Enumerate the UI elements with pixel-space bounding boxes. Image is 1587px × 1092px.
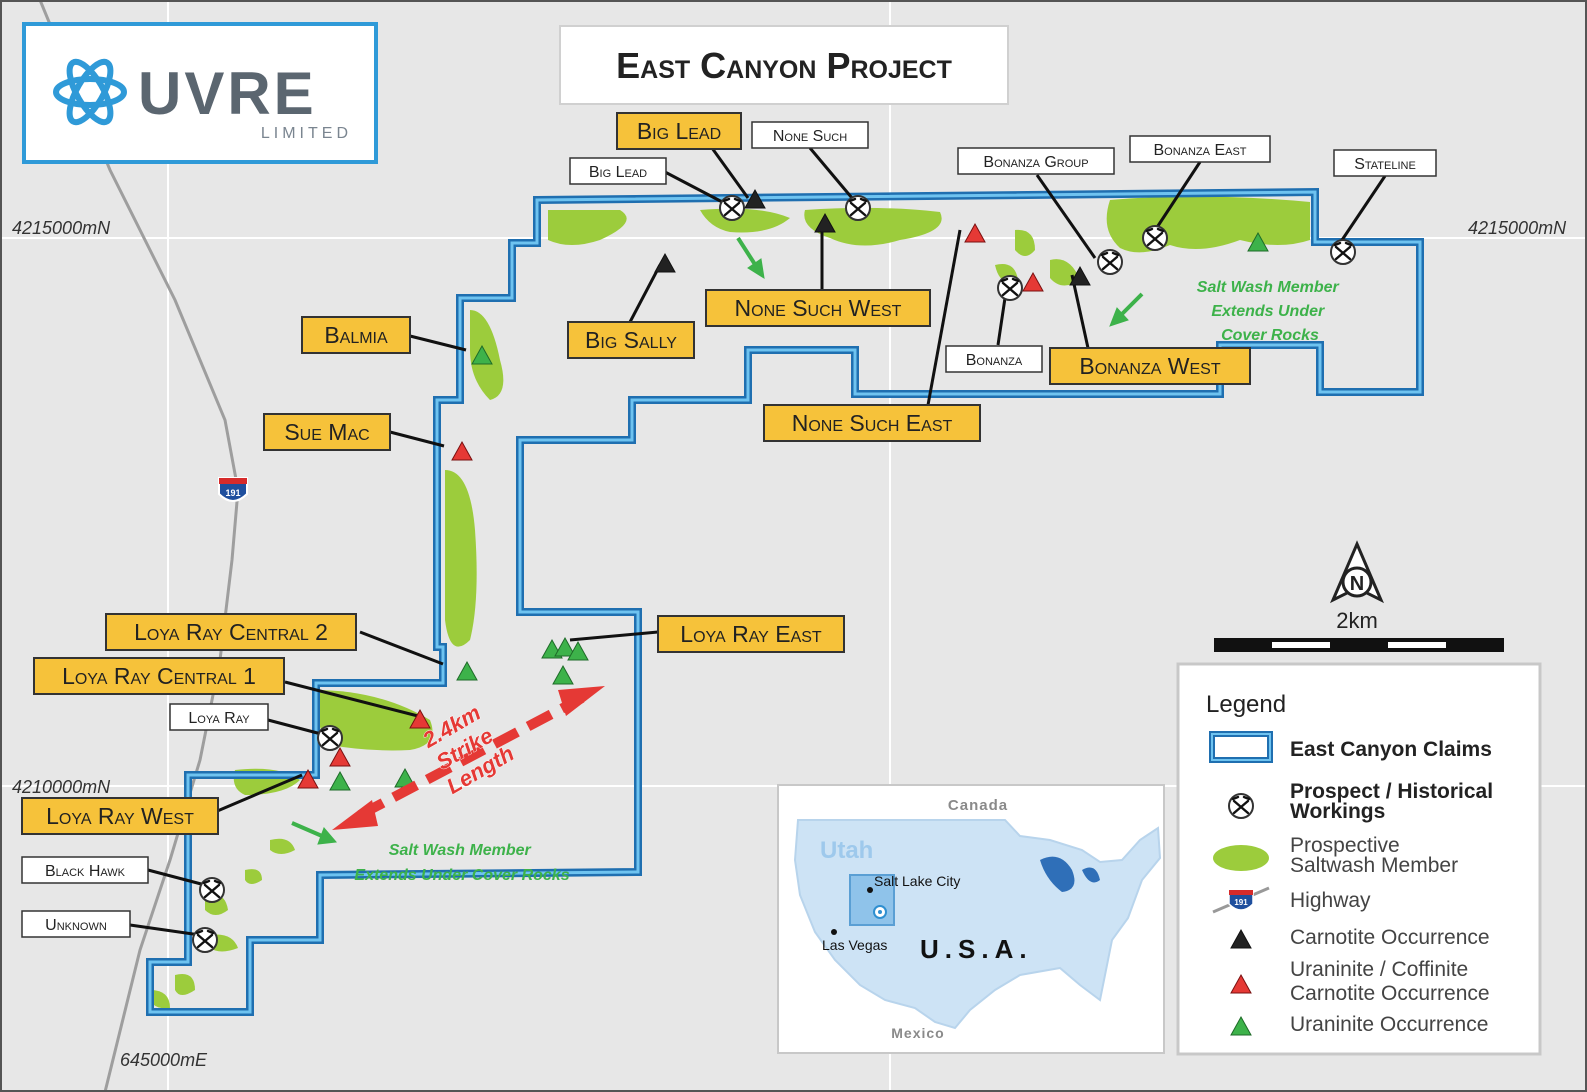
pick-icon bbox=[844, 194, 872, 222]
legend: Legend East Canyon Claims Prospect / His… bbox=[1176, 662, 1542, 1056]
coord-north-right: 4215000mN bbox=[1468, 218, 1567, 238]
legend-saltwash: Prospective Saltwash Member bbox=[1290, 834, 1458, 877]
label-bonanza-group: Bonanza Group bbox=[983, 154, 1088, 171]
pick-icon bbox=[198, 876, 226, 904]
logo-sub: LIMITED bbox=[261, 125, 352, 142]
vegas-dot bbox=[831, 929, 837, 935]
green-arrows bbox=[291, 236, 1144, 845]
logo-box: UVRE LIMITED bbox=[22, 22, 378, 164]
label-loya-ray-east: Loya Ray East bbox=[680, 621, 822, 647]
legend-pick-icon bbox=[1227, 792, 1255, 820]
slc-dot bbox=[867, 887, 873, 893]
legend-claims: East Canyon Claims bbox=[1290, 738, 1492, 761]
pick-icon bbox=[1329, 238, 1357, 266]
label-loya-ray-central-2: Loya Ray Central 2 bbox=[134, 619, 328, 645]
legend-uraninite: Uraninite Occurrence bbox=[1290, 1013, 1488, 1036]
label-stateline: Stateline bbox=[1354, 156, 1416, 173]
saltwash-note-1: Salt Wash Member Extends Under Cover Roc… bbox=[1197, 279, 1343, 344]
label-big-lead-white: Big Lead bbox=[589, 164, 647, 181]
strike-length-arrow bbox=[332, 686, 605, 830]
pick-icon bbox=[718, 194, 746, 222]
scale-bar bbox=[1214, 638, 1504, 652]
label-bonanza-east: Bonanza East bbox=[1153, 142, 1246, 159]
inset-canada: Canada bbox=[948, 797, 1008, 814]
legend-claims-swatch bbox=[1209, 731, 1273, 763]
inset-mexico: Mexico bbox=[891, 1025, 944, 1041]
logo-brand: UVRE bbox=[138, 60, 317, 127]
legend-title: Legend bbox=[1206, 691, 1286, 718]
legend-highway: Highway bbox=[1290, 889, 1371, 912]
saltwash-note-2: Salt Wash Member Extends Under Cover Roc… bbox=[354, 842, 569, 884]
label-bonanza: Bonanza bbox=[966, 352, 1023, 369]
pick-icon bbox=[996, 274, 1024, 302]
label-none-such-east: None Such East bbox=[792, 410, 953, 436]
label-big-sally: Big Sally bbox=[585, 327, 677, 353]
label-black-hawk: Black Hawk bbox=[45, 863, 126, 880]
coord-north-left: 4215000mN bbox=[12, 218, 111, 238]
title-box: East Canyon Project bbox=[559, 25, 1009, 105]
highway-road bbox=[38, 0, 240, 1092]
label-loya-ray-central-1: Loya Ray Central 1 bbox=[62, 663, 256, 689]
legend-carnotite: Carnotite Occurrence bbox=[1290, 926, 1490, 949]
pick-icon bbox=[1096, 248, 1124, 276]
highway-shield-icon: 191 bbox=[218, 477, 248, 502]
inset-map: Canada Utah Salt Lake City Las Vegas U.S… bbox=[777, 784, 1165, 1054]
label-none-such: None Such bbox=[773, 128, 847, 145]
project-location-icon bbox=[873, 905, 887, 919]
pick-icon bbox=[316, 724, 344, 752]
label-unknown: Unknown bbox=[45, 917, 107, 934]
legend-uraninite-coffinite: Uraninite / Coffinite Carnotite Occurren… bbox=[1290, 958, 1490, 1005]
inset-vegas: Las Vegas bbox=[822, 937, 887, 953]
inset-usa: U.S.A. bbox=[920, 934, 1033, 964]
label-balmia: Balmia bbox=[324, 322, 388, 348]
atom-logo-icon bbox=[53, 58, 127, 126]
inset-slc: Salt Lake City bbox=[874, 873, 960, 889]
legend-highway-icon: 191 bbox=[1212, 886, 1270, 914]
pick-icon bbox=[191, 926, 219, 954]
label-none-such-west: None Such West bbox=[735, 295, 902, 321]
label-big-lead-yellow: Big Lead bbox=[637, 118, 721, 144]
coord-mid-left: 4210000mN bbox=[12, 777, 111, 797]
pick-icon bbox=[1141, 224, 1169, 252]
legend-saltwash-swatch bbox=[1213, 845, 1269, 871]
svg-text:191: 191 bbox=[1234, 898, 1248, 907]
map-title: East Canyon Project bbox=[616, 45, 952, 86]
label-loya-ray-west: Loya Ray West bbox=[46, 803, 194, 829]
highway-number: 191 bbox=[225, 488, 240, 498]
label-sue-mac: Sue Mac bbox=[284, 419, 369, 445]
north-letter: N bbox=[1350, 573, 1364, 595]
north-arrow-icon: N bbox=[1330, 540, 1384, 604]
leader-lines bbox=[129, 147, 1387, 937]
legend-prospect: Prospect / Historical Workings bbox=[1290, 780, 1499, 823]
inset-utah: Utah bbox=[820, 837, 873, 864]
label-bonanza-west: Bonanza West bbox=[1079, 353, 1220, 379]
label-loya-ray: Loya Ray bbox=[188, 710, 250, 727]
scale-label: 2km bbox=[1336, 608, 1378, 633]
coord-east-bottom: 645000mE bbox=[120, 1050, 208, 1070]
